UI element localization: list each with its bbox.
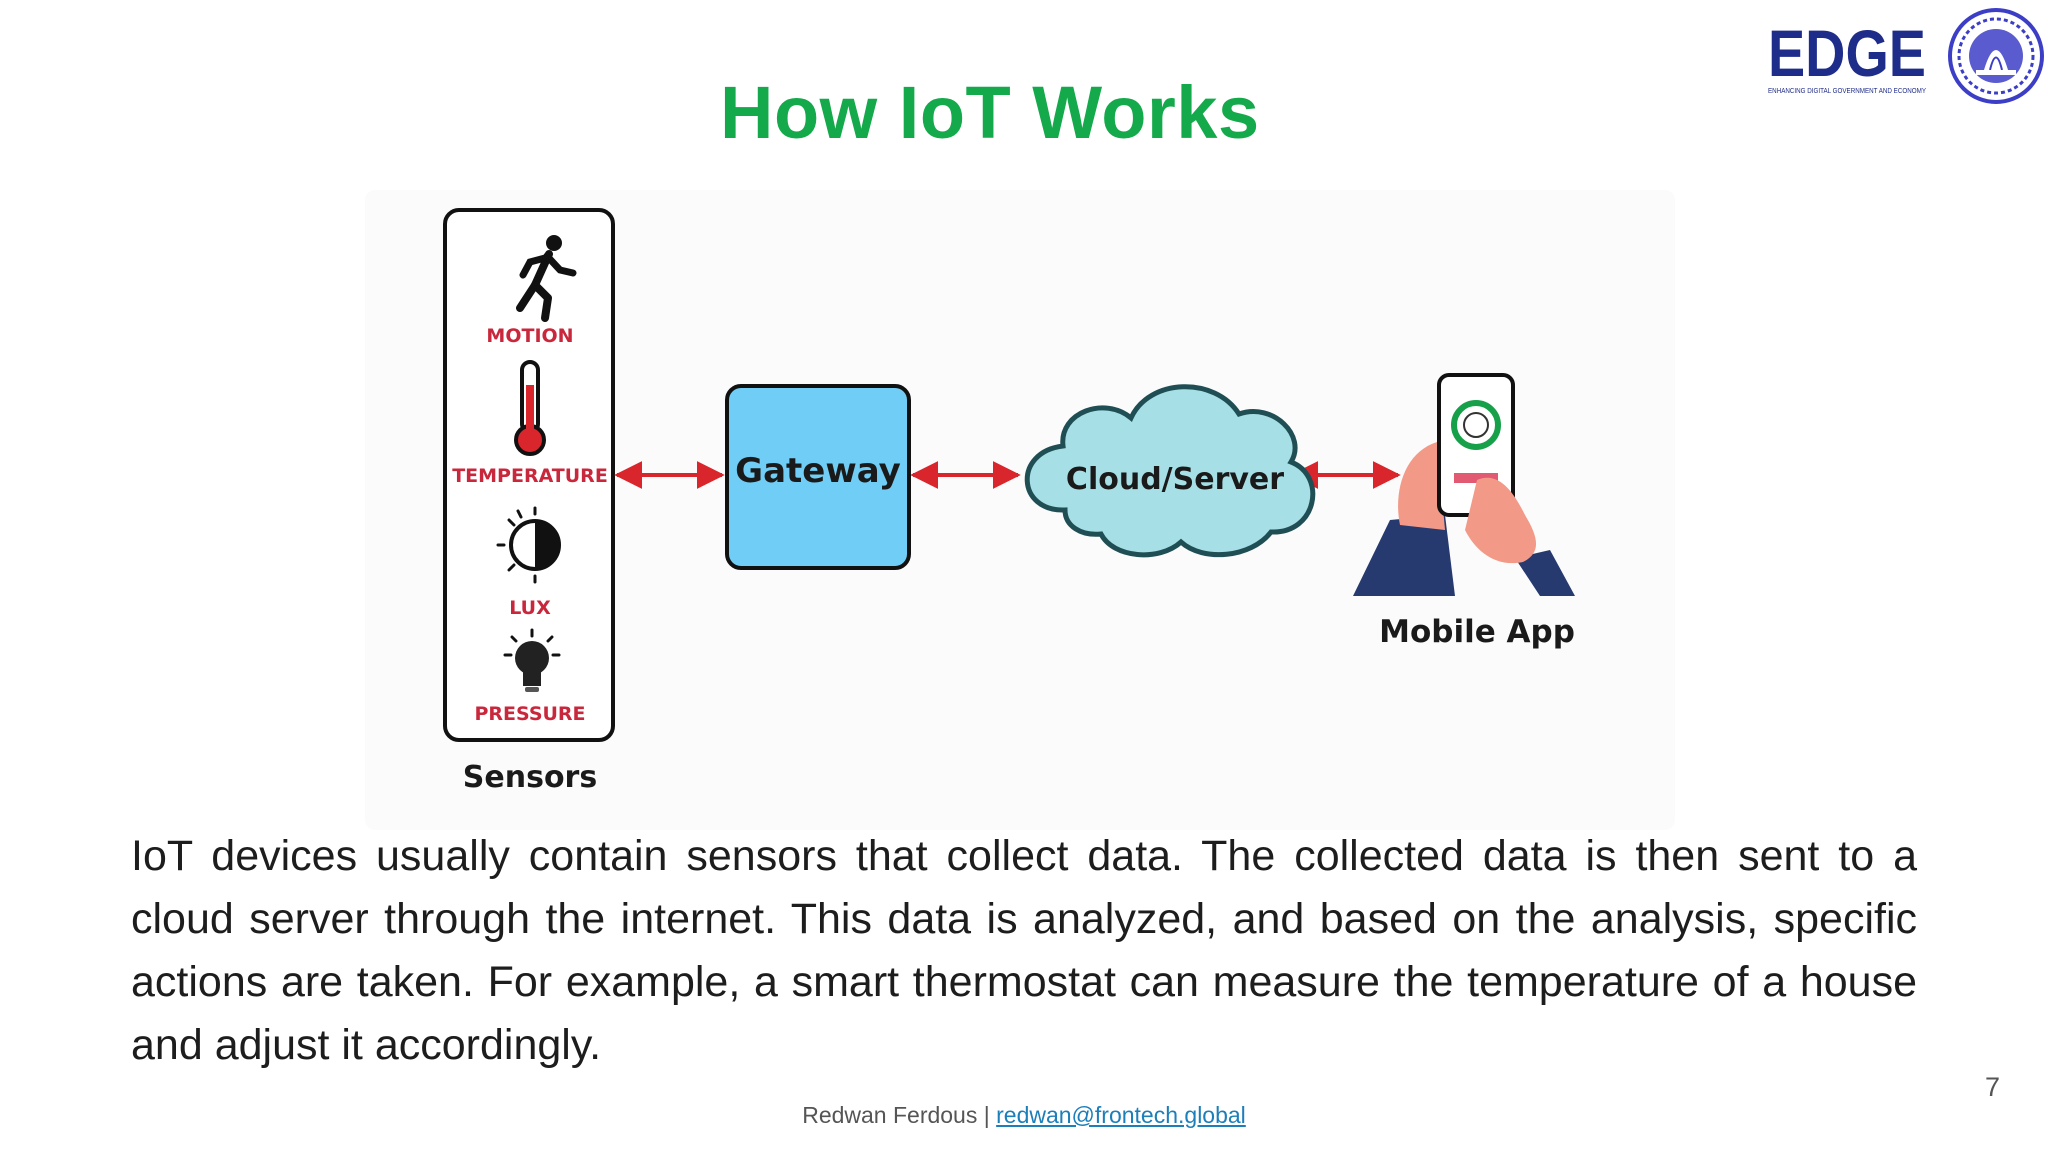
page-number: 7 [1985, 1072, 2001, 1102]
logo-wordmark: EDGE [1768, 16, 1926, 90]
cloud-label: Cloud/Server [1066, 462, 1284, 497]
slide-title: How IoT Works [720, 71, 1260, 154]
edge-logo: EDGE ENHANCING DIGITAL GOVERNMENT AND EC… [1748, 0, 2048, 120]
footer-separator: | [983, 1102, 990, 1128]
sensor-label-motion: MOTION [486, 325, 573, 347]
gateway-label: Gateway [735, 451, 901, 491]
sensors-panel [443, 208, 615, 742]
gateway-box-icon [725, 384, 911, 570]
slide-body-text: IoT devices usually contain sensors that… [131, 832, 1917, 1069]
sensor-label-lux: LUX [509, 597, 551, 619]
running-person-icon [516, 235, 577, 322]
footer: Redwan Ferdous | redwan@frontech.global [0, 1102, 2048, 1129]
sensors-caption: Sensors [463, 760, 597, 795]
sensor-label-temperature: TEMPERATURE [452, 465, 608, 487]
lightbulb-icon [503, 628, 561, 692]
university-seal-icon [1948, 8, 2044, 104]
sensor-label-pressure: PRESSURE [474, 703, 585, 725]
iot-diagram: MOTION TEMPERATURE LUX [365, 190, 1675, 830]
thermometer-icon [514, 360, 546, 456]
brightness-icon [496, 506, 561, 584]
phone-in-hand-icon [1353, 373, 1575, 596]
logo-tagline: ENHANCING DIGITAL GOVERNMENT AND ECONOMY [1768, 86, 1926, 95]
mobile-label: Mobile App [1379, 614, 1575, 650]
footer-email-link[interactable]: redwan@frontech.global [996, 1102, 1246, 1128]
cloud-icon [1024, 384, 1316, 558]
footer-author: Redwan Ferdous [802, 1102, 978, 1128]
